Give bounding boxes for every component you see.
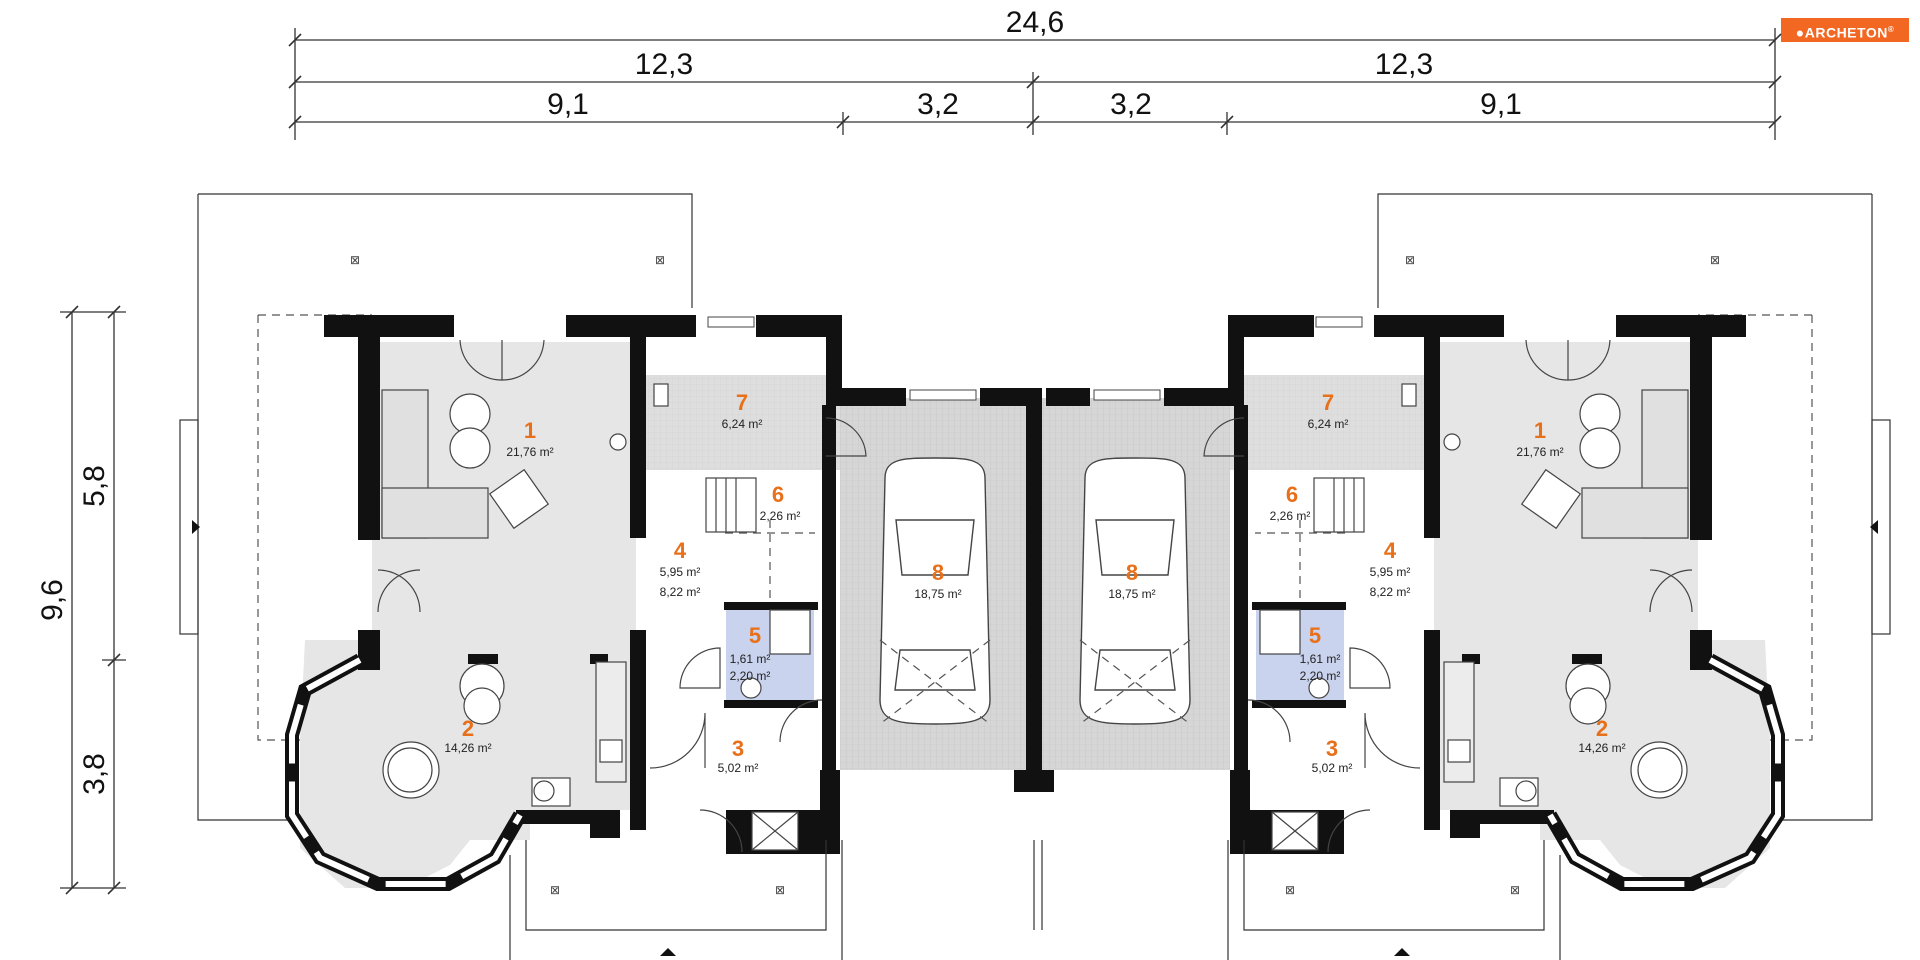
dim-left-b-label: 3,2 (917, 88, 959, 121)
room-area-1: 21,76 m² (506, 445, 553, 459)
room-area-6: 2,26 m² (1270, 509, 1311, 523)
room-area-8: 18,75 m² (1108, 587, 1155, 601)
room-label-5: 5 (749, 623, 761, 648)
room-label-3: 3 (1326, 736, 1338, 761)
logo-text: ARCHETON (1804, 24, 1888, 41)
room-area-2: 14,26 m² (1578, 741, 1625, 755)
room-label-6: 6 (1286, 482, 1298, 507)
room-label-2: 2 (462, 716, 474, 741)
room-area-5b: 2,20 m² (1300, 669, 1341, 683)
room-label-5: 5 (1309, 623, 1321, 648)
windows (707, 316, 977, 401)
room-area-4: 5,95 m² (660, 565, 701, 579)
furniture (377, 339, 867, 853)
svg-text:⊠: ⊠ (1285, 883, 1295, 897)
dim-left-a-label: 9,1 (547, 88, 589, 121)
room-area-4b: 8,22 m² (660, 585, 701, 599)
entrance-arrow-icon (660, 948, 676, 956)
walls (324, 315, 1052, 854)
dim-total-label: 24,6 (1006, 6, 1064, 39)
room-label-1: 1 (1534, 418, 1546, 443)
logo-mark-icon: ● (1795, 24, 1805, 41)
room-area-1: 21,76 m² (1516, 445, 1563, 459)
room-label-2: 2 (1596, 716, 1608, 741)
room-area-7: 6,24 m² (722, 417, 763, 431)
car-icon (879, 457, 991, 725)
svg-text:⊠: ⊠ (655, 253, 665, 267)
svg-text:⊠: ⊠ (1405, 253, 1415, 267)
svg-text:⊠: ⊠ (1510, 883, 1520, 897)
room-label-8: 8 (932, 560, 944, 585)
dim-side-lower-label: 3,8 (78, 753, 111, 795)
right-unit: ⊠ ⊠ ⊠ ⊠ 1 21,76 m² 2 14,26 m² 3 5,02 m² … (1034, 193, 1891, 960)
bay-window (285, 653, 527, 891)
porch: ⊠ ⊠ (509, 840, 843, 960)
stair-lines (725, 520, 815, 600)
dim-side-upper-label: 5,8 (78, 465, 111, 507)
room-label-3: 3 (732, 736, 744, 761)
svg-text:⊠: ⊠ (775, 883, 785, 897)
room-label-8: 8 (1126, 560, 1138, 585)
room-area-4: 5,95 m² (1370, 565, 1411, 579)
logo-registered-mark: ® (1887, 25, 1895, 34)
room-label-7: 7 (736, 390, 748, 415)
room-label-7: 7 (1322, 390, 1334, 415)
room-area-3: 5,02 m² (1312, 761, 1353, 775)
room-label-4: 4 (674, 538, 687, 563)
dim-side-total-label: 9,6 (36, 579, 69, 621)
svg-text:⊠: ⊠ (550, 883, 560, 897)
svg-text:⊠: ⊠ (350, 253, 360, 267)
left-unit: ⊠ ⊠ (179, 193, 1052, 960)
room-area-2: 14,26 m² (444, 741, 491, 755)
archeton-logo: ●ARCHETON® (1781, 18, 1909, 42)
room-area-5b: 2,20 m² (730, 669, 771, 683)
side-dimensions: 9,6 5,8 3,8 (36, 305, 126, 895)
top-dimensions: 24,6 12,3 12,3 9,1 3,2 3,2 9,1 (288, 6, 1782, 140)
dim-right-a-label: 3,2 (1110, 88, 1152, 121)
room-area-4b: 8,22 m² (1370, 585, 1411, 599)
room-label-1: 1 (524, 418, 536, 443)
room-labels-right: 1 21,76 m² 2 14,26 m² 3 5,02 m² 4 5,95 m… (1108, 390, 1625, 775)
room-area-6: 2,26 m² (760, 509, 801, 523)
dim-half-right-label: 12,3 (1375, 48, 1433, 81)
dim-right-b-label: 9,1 (1480, 88, 1522, 121)
roof-markers: ⊠ ⊠ ⊠ ⊠ (1285, 253, 1720, 897)
dim-half-left-label: 12,3 (635, 48, 693, 81)
room-label-4: 4 (1384, 538, 1397, 563)
room-area-5: 1,61 m² (730, 652, 771, 666)
entry-arrow-icon (192, 520, 200, 534)
room-area-3: 5,02 m² (718, 761, 759, 775)
room-label-6: 6 (772, 482, 784, 507)
room-area-5: 1,61 m² (1300, 652, 1341, 666)
room-labels: 1 21,76 m² 2 14,26 m² 3 5,02 m² 4 5,95 m… (444, 390, 961, 775)
svg-text:⊠: ⊠ (1710, 253, 1720, 267)
room-area-8: 18,75 m² (914, 587, 961, 601)
room-area-7: 6,24 m² (1308, 417, 1349, 431)
room-7-floor (646, 375, 840, 470)
